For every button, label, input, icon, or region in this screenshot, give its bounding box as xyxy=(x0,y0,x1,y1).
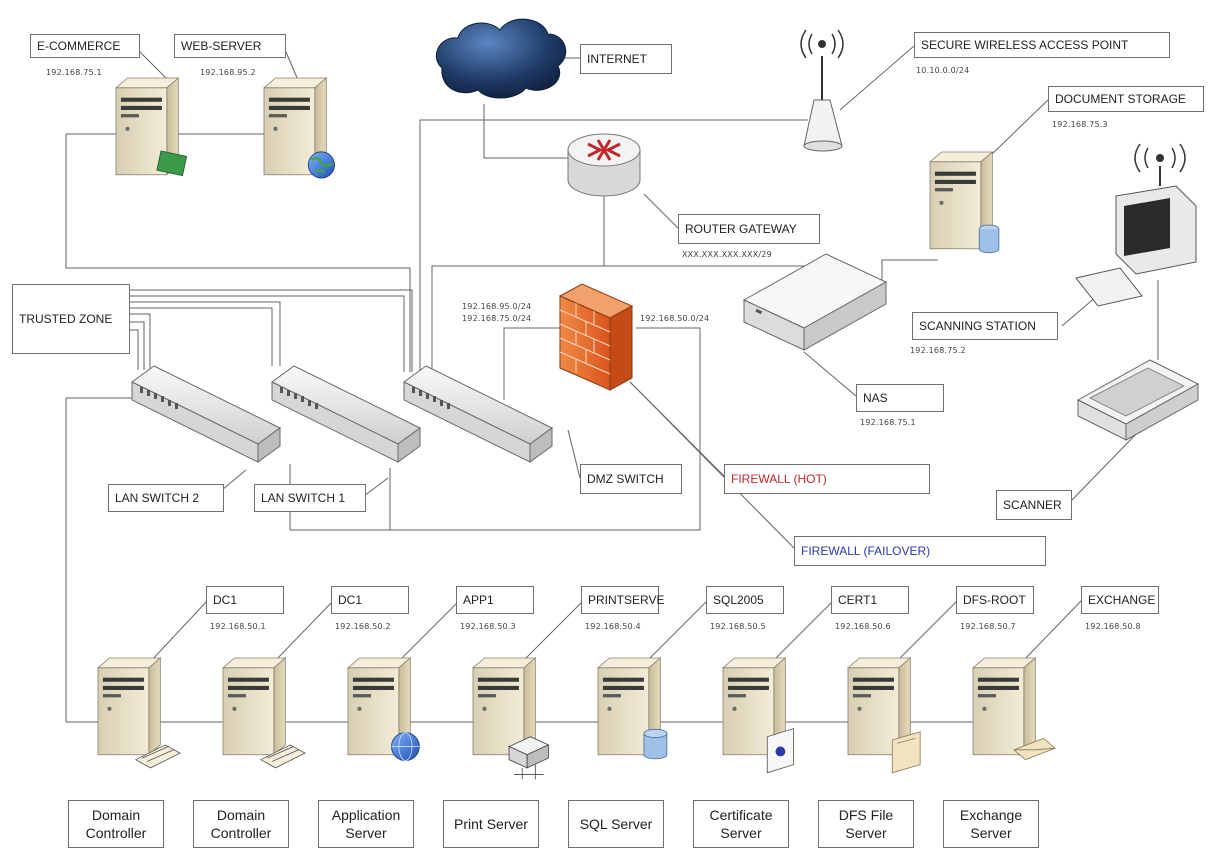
server-role-label: DFS File Server xyxy=(818,800,914,848)
server-role-label: Print Server xyxy=(443,800,539,848)
dmz-switch-icon xyxy=(403,365,553,463)
folder-icon xyxy=(891,731,921,774)
lan-switch-1-label: LAN SWITCH 1 xyxy=(254,484,366,512)
server-name-label: DFS-ROOT xyxy=(956,586,1034,614)
server-ip-label: 192.168.50.6 xyxy=(835,622,891,631)
nas-icon xyxy=(742,253,888,351)
subnet-95-label: 192.168.95.0/24 xyxy=(462,302,532,311)
document-storage-ip: 192.168.75.3 xyxy=(1052,120,1108,129)
server-name-label: DC1 xyxy=(206,586,284,614)
server-ip-label: 192.168.50.3 xyxy=(460,622,516,631)
nas-label: NAS xyxy=(856,384,944,412)
keyboard-icon xyxy=(259,744,306,769)
scanning-station-label: SCANNING STATION xyxy=(912,312,1058,340)
server-name-label: EXCHANGE xyxy=(1081,586,1159,614)
router-gateway-ip: XXX.XXX.XXX.XXX/29 xyxy=(682,250,772,259)
mail-icon xyxy=(1013,737,1056,761)
server-role-label: SQL Server xyxy=(568,800,664,848)
server-name-label: APP1 xyxy=(456,586,534,614)
database-icon xyxy=(643,728,668,760)
server-ip-label: 192.168.50.7 xyxy=(960,622,1016,631)
server-name-label: SQL2005 xyxy=(706,586,784,614)
server-role-label: Domain Controller xyxy=(68,800,164,848)
server-icon xyxy=(972,657,1056,761)
router-gateway-icon xyxy=(567,133,641,197)
lan-switch-2-icon xyxy=(131,365,281,463)
scanning-station-computer-icon xyxy=(1075,143,1197,307)
server-role-label: Certificate Server xyxy=(693,800,789,848)
server-ip-label: 192.168.50.8 xyxy=(1085,622,1141,631)
server-ip-label: 192.168.50.4 xyxy=(585,622,641,631)
document-storage-server-icon xyxy=(929,151,1000,254)
server-role-label: Application Server xyxy=(318,800,414,848)
subnet-50-label: 192.168.50.0/24 xyxy=(640,314,710,323)
document-storage-label: DOCUMENT STORAGE xyxy=(1048,86,1204,112)
certificate-icon xyxy=(766,727,794,774)
scanning-station-ip: 192.168.75.2 xyxy=(910,346,966,355)
server-name-label: DC1 xyxy=(331,586,409,614)
internet-label: INTERNET xyxy=(580,44,672,74)
server-icon xyxy=(97,657,181,769)
webserver-ip: 192.168.95.2 xyxy=(200,68,256,77)
subnet-75-label: 192.168.75.0/24 xyxy=(462,314,532,323)
server-name-label: PRINTSERVE xyxy=(581,586,664,614)
ecommerce-server-icon xyxy=(115,77,188,177)
ecommerce-ip: 192.168.75.1 xyxy=(46,68,102,77)
scanner-icon xyxy=(1076,359,1200,441)
keyboard-icon xyxy=(134,744,181,769)
wireless-access-point-label: SECURE WIRELESS ACCESS POINT xyxy=(914,32,1170,58)
server-ip-label: 192.168.50.5 xyxy=(710,622,766,631)
globe-icon xyxy=(391,732,420,761)
lan-switch-2-label: LAN SWITCH 2 xyxy=(108,484,224,512)
dmz-switch-label: DMZ SWITCH xyxy=(580,464,682,494)
server-name-label: CERT1 xyxy=(831,586,909,614)
firewall-hot-label: FIREWALL (HOT) xyxy=(724,464,930,494)
server-role-label: Domain Controller xyxy=(193,800,289,848)
server-icon xyxy=(847,657,921,774)
server-icon xyxy=(472,657,550,780)
server-icon xyxy=(597,657,668,760)
server-icon xyxy=(722,657,794,774)
scanner-label: SCANNER xyxy=(996,490,1072,520)
server-role-label: Exchange Server xyxy=(943,800,1039,848)
server-icon xyxy=(347,657,420,761)
webserver-icon xyxy=(263,77,335,179)
firewall-icon xyxy=(558,283,634,391)
internet-cloud-icon xyxy=(436,18,567,99)
webserver-label: WEB-SERVER xyxy=(174,34,286,58)
server-ip-label: 192.168.50.2 xyxy=(335,622,391,631)
nas-ip: 192.168.75.1 xyxy=(860,418,916,427)
server-icon xyxy=(222,657,306,769)
wireless-access-point-icon xyxy=(800,29,844,152)
printer-icon xyxy=(508,736,550,780)
lan-switch-1-icon xyxy=(271,365,421,463)
trusted-zone-label: TRUSTED ZONE xyxy=(12,284,130,354)
ecommerce-label: E-COMMERCE xyxy=(30,34,140,58)
wireless-access-point-ip: 10.10.0.0/24 xyxy=(916,66,970,75)
server-ip-label: 192.168.50.1 xyxy=(210,622,266,631)
firewall-failover-label: FIREWALL (FAILOVER) xyxy=(794,536,1046,566)
router-gateway-label: ROUTER GATEWAY xyxy=(678,214,820,244)
